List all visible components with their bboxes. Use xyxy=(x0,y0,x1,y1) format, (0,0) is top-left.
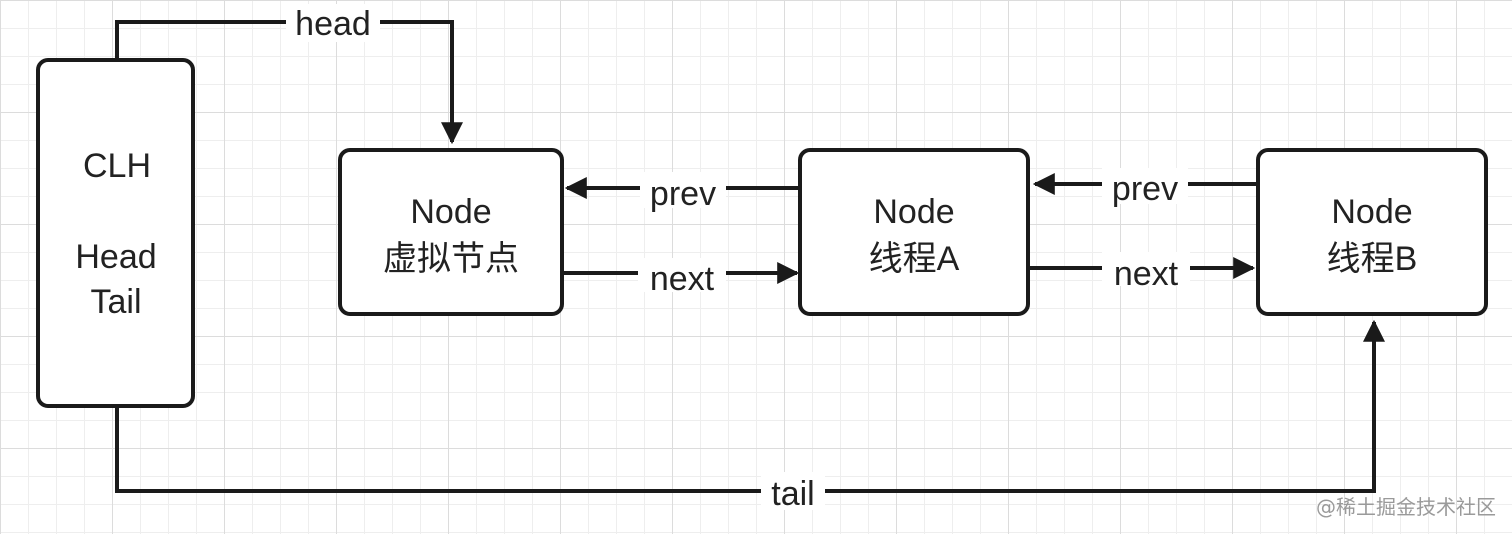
tail-label: tail xyxy=(761,472,825,513)
next-label-b: next xyxy=(1102,252,1190,293)
svg-text:next: next xyxy=(650,260,715,298)
head-label: head xyxy=(286,4,380,43)
thread-a-node: Node 线程A xyxy=(798,148,1030,316)
dummy-node: Node 虚拟节点 xyxy=(338,148,564,316)
svg-text:Node: Node xyxy=(873,193,954,231)
svg-text:head: head xyxy=(295,5,371,43)
svg-text:Head: Head xyxy=(75,238,156,276)
clh-node: CLH Head Tail xyxy=(36,58,195,408)
svg-text:CLH: CLH xyxy=(83,147,151,185)
thread-b-node: Node 线程B xyxy=(1256,148,1488,316)
svg-text:Tail: Tail xyxy=(90,283,141,321)
svg-text:线程A: 线程A xyxy=(869,240,960,278)
svg-text:虚拟节点: 虚拟节点 xyxy=(383,240,519,278)
head-edge xyxy=(115,20,463,145)
svg-text:Node: Node xyxy=(1331,193,1412,231)
svg-text:线程B: 线程B xyxy=(1327,240,1418,278)
svg-text:tail: tail xyxy=(771,475,814,513)
svg-text:prev: prev xyxy=(1112,170,1178,208)
tail-edge xyxy=(115,319,1385,493)
prev-label-b: prev xyxy=(1102,168,1188,208)
prev-label-a: prev xyxy=(640,172,726,213)
svg-text:Node: Node xyxy=(410,193,491,231)
svg-text:next: next xyxy=(1114,255,1179,293)
svg-text:prev: prev xyxy=(650,175,716,213)
next-label-a: next xyxy=(638,258,726,298)
watermark: @稀土掘金技术社区 xyxy=(1316,495,1496,519)
